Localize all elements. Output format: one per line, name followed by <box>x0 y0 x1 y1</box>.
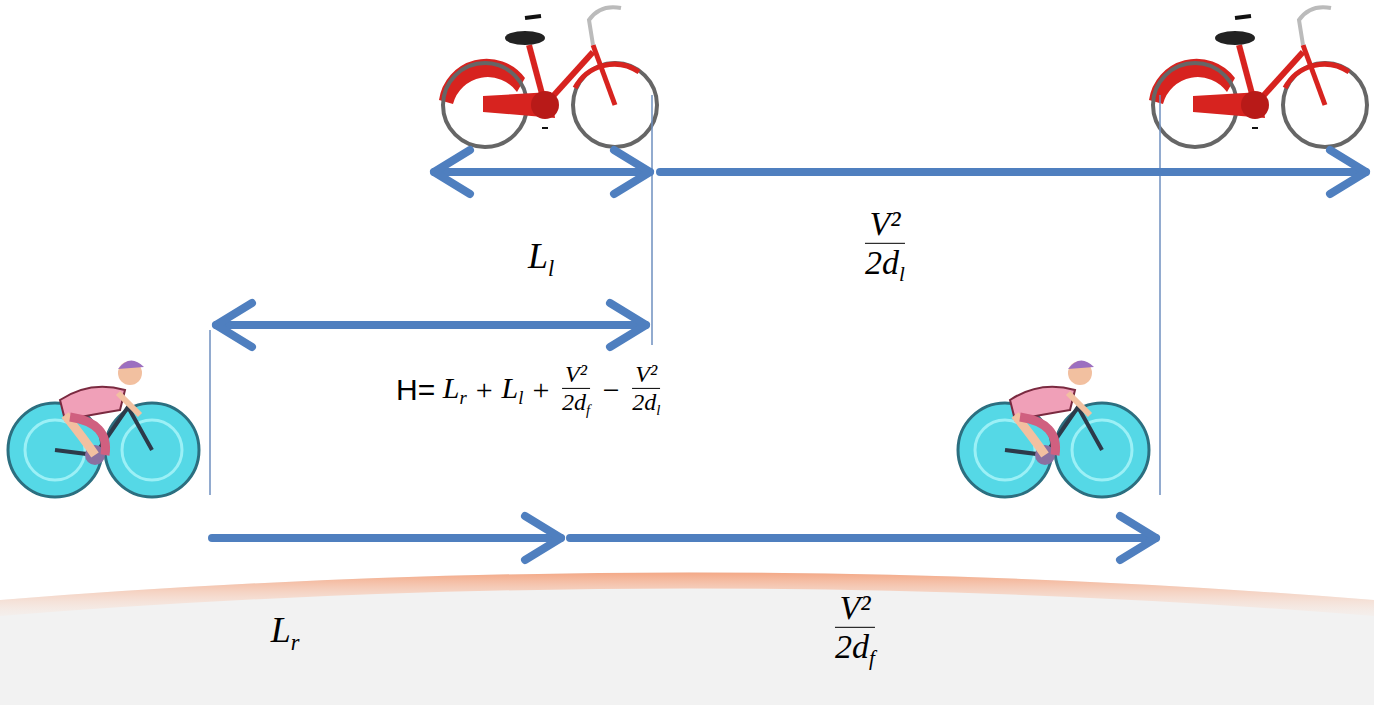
fraction: V²2dl <box>865 205 905 287</box>
operator: + <box>532 373 549 407</box>
dimension-label: V²2dl <box>860 205 910 287</box>
dimension-label: H=Lr+Ll+V²2df−V²2dl <box>396 361 664 419</box>
math-symbol: 2d <box>835 628 869 665</box>
bicycle-lead <box>1149 7 1367 147</box>
subscripted-symbol: 2dl <box>632 389 660 419</box>
math-symbol: L <box>443 371 460 404</box>
fraction: V²2dl <box>632 361 660 419</box>
cyclist <box>8 360 199 497</box>
subscript: l <box>518 387 523 408</box>
variable: H= <box>396 373 435 407</box>
subscripted-symbol: Ll <box>502 371 524 410</box>
fraction-bar <box>835 627 875 628</box>
ground <box>0 573 1374 705</box>
dimension-label: V²2df <box>830 589 880 671</box>
subscript: r <box>459 387 466 408</box>
math-symbol: L <box>502 371 519 404</box>
dimension-arrows <box>212 150 1366 560</box>
numerator: V² <box>840 589 871 627</box>
subscripted-symbol: 2dl <box>865 244 905 287</box>
math-symbol: 2d <box>632 389 656 415</box>
numerator: V² <box>870 205 901 243</box>
numerator: V² <box>635 361 657 388</box>
math-symbol: 2d <box>562 389 586 415</box>
subscripted-symbol: 2df <box>562 389 590 419</box>
dimension-label: Lr <box>271 609 300 656</box>
math-symbol: L <box>528 236 548 276</box>
math-symbol: 2d <box>865 244 899 281</box>
fraction-bar <box>632 388 660 389</box>
math-symbol: L <box>271 610 291 650</box>
subscripted-symbol: Lr <box>271 609 300 656</box>
subscript: f <box>869 646 875 670</box>
subscript: r <box>291 629 300 654</box>
ground-edge <box>0 573 1374 617</box>
bicycle-lead <box>439 7 657 147</box>
subscripted-symbol: Ll <box>528 235 554 282</box>
fraction: V²2df <box>562 361 590 419</box>
subscript: l <box>656 402 660 418</box>
operator: − <box>603 373 620 407</box>
fraction-bar <box>562 388 590 389</box>
subscript: l <box>548 255 554 280</box>
operator: + <box>476 373 493 407</box>
numerator: V² <box>565 361 587 388</box>
subscripted-symbol: Lr <box>443 371 467 410</box>
fraction: V²2df <box>835 589 875 671</box>
fraction-bar <box>865 243 905 244</box>
cyclist <box>958 360 1149 497</box>
subscript: l <box>899 262 905 286</box>
dimension-label: Ll <box>528 235 554 282</box>
subscript: f <box>586 402 590 418</box>
subscripted-symbol: 2df <box>835 628 875 671</box>
reference-lines <box>210 95 1160 495</box>
